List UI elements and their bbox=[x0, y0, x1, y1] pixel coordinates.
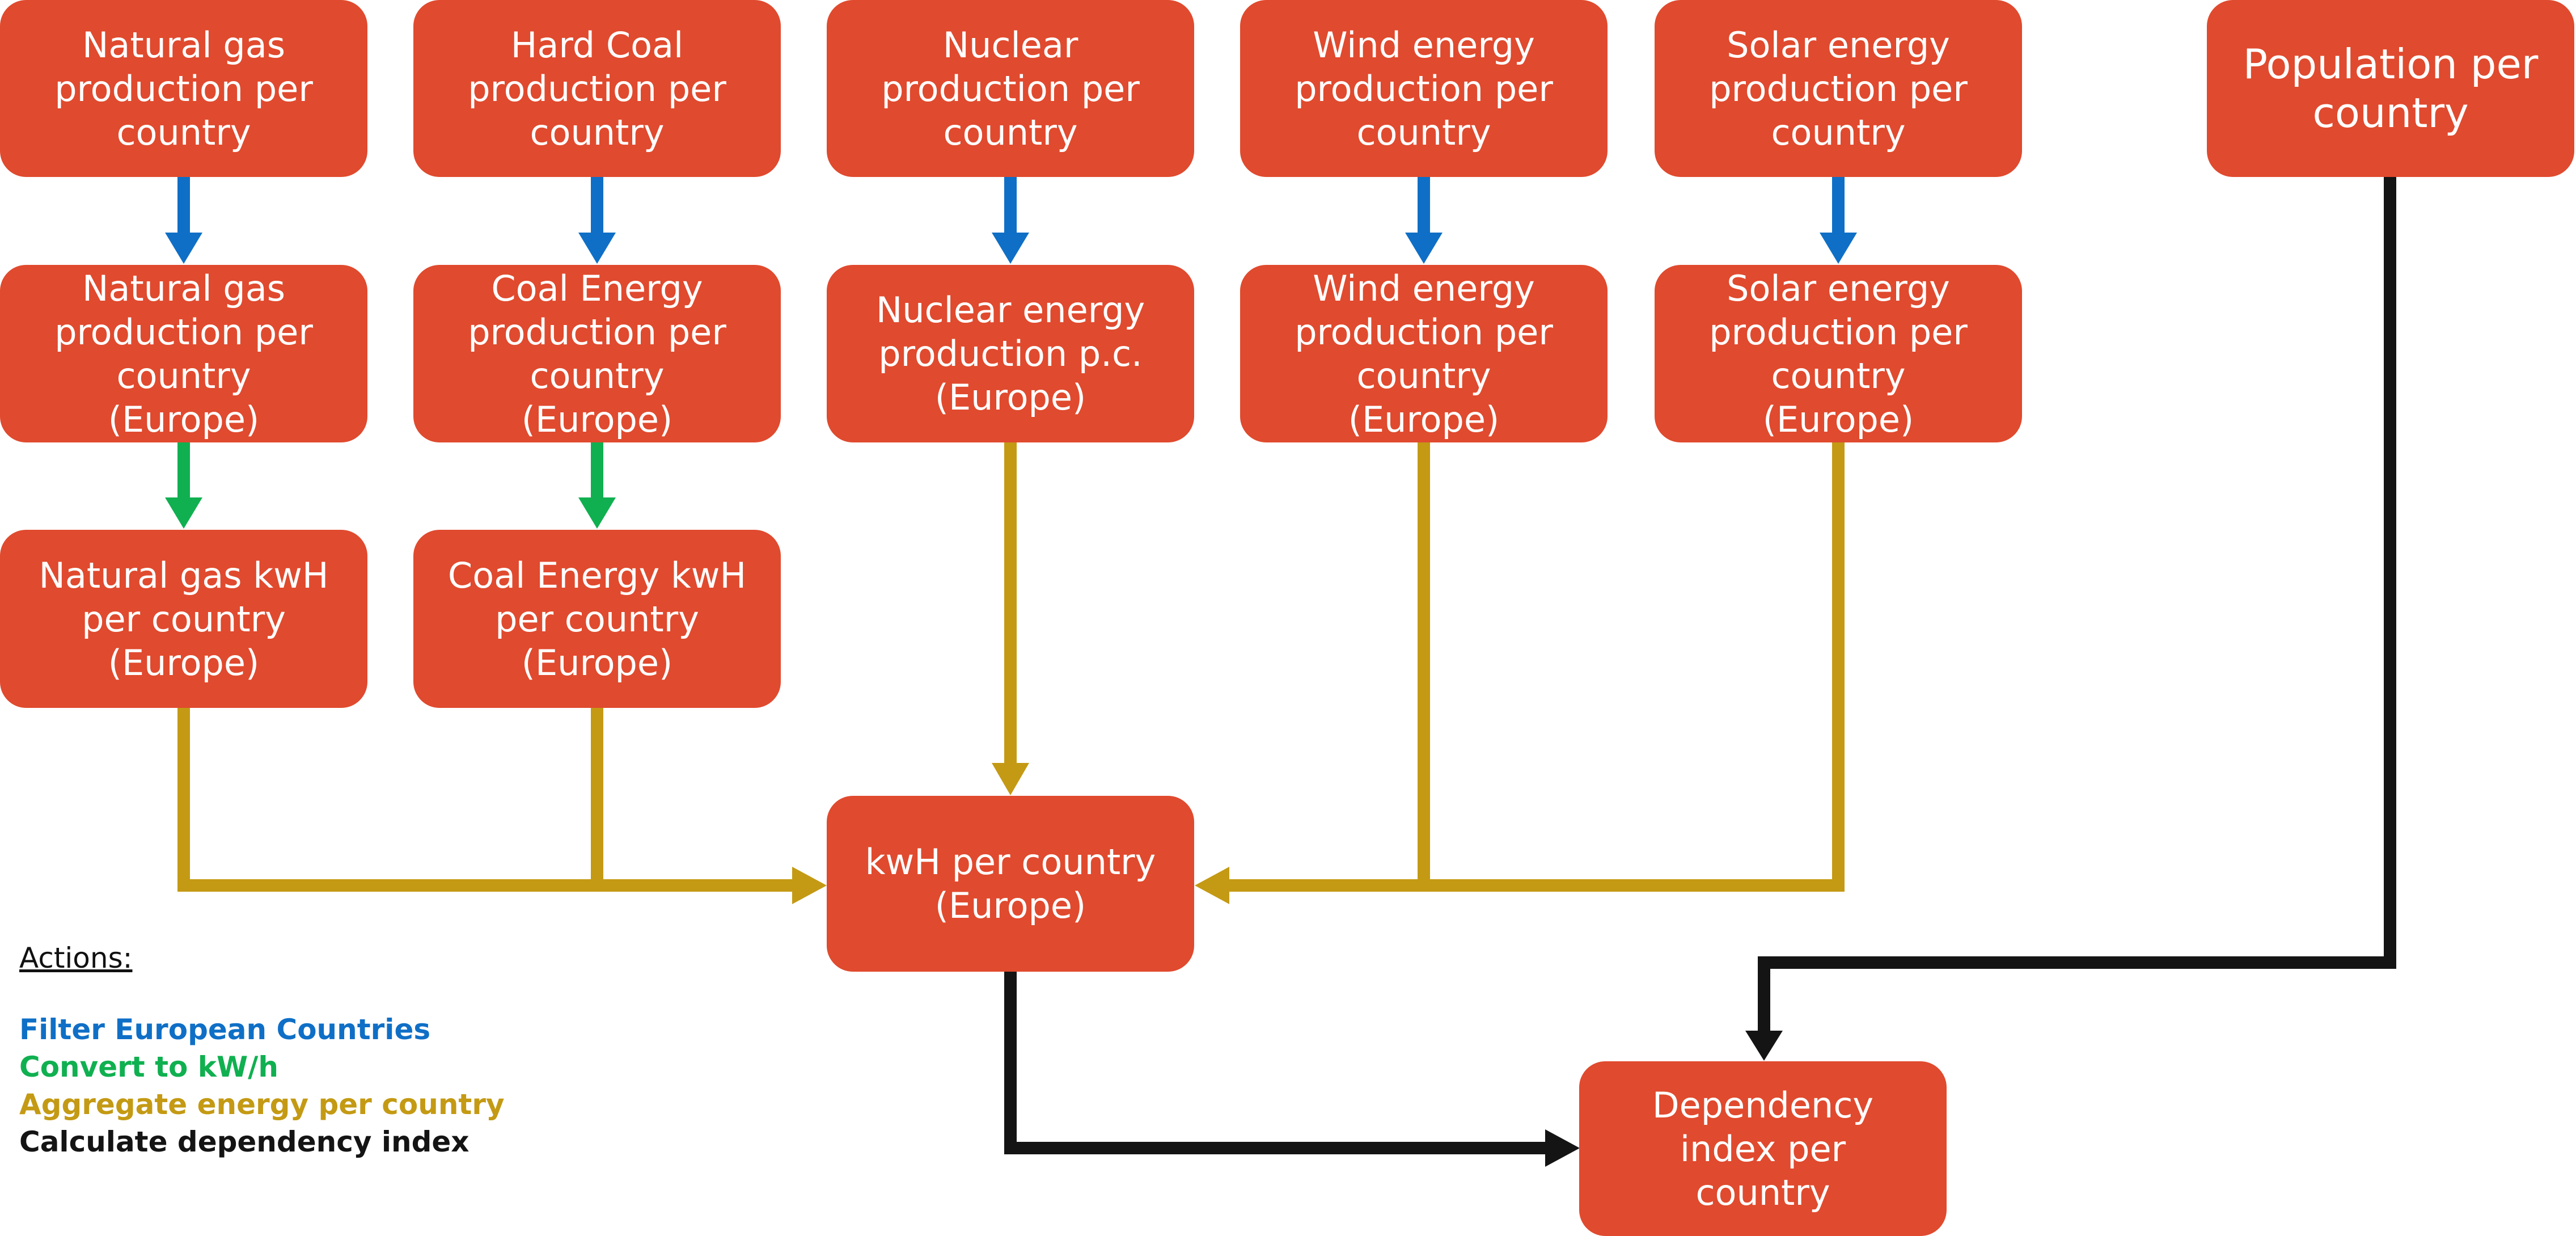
node-hard-coal-production: Hard Coal production per country bbox=[413, 0, 781, 177]
legend-item-convert: Convert to kW/h bbox=[19, 1051, 279, 1083]
legend-item-aggregate: Aggregate energy per country bbox=[19, 1088, 505, 1121]
convert-arrows bbox=[165, 442, 616, 529]
node-dependency-index: Dependency index per country bbox=[1579, 1061, 1947, 1236]
node-wind-production: Wind energy production per country bbox=[1240, 0, 1608, 177]
node-coal-energy-europe: Coal Energy production per country (Euro… bbox=[413, 265, 781, 442]
node-solar-europe: Solar energy production per country (Eur… bbox=[1655, 265, 2022, 442]
arrowhead-filter-hard-coal bbox=[578, 233, 616, 264]
arrowhead-filter-nuclear bbox=[992, 233, 1029, 264]
node-kwh-per-country: kwH per country (Europe) bbox=[827, 796, 1194, 972]
node-natural-gas-europe: Natural gas production per country (Euro… bbox=[0, 265, 367, 442]
node-wind-europe: Wind energy production per country (Euro… bbox=[1240, 265, 1608, 442]
arrowhead-convert-coal bbox=[578, 497, 616, 529]
arrowhead-calculate-kwh bbox=[1545, 1129, 1580, 1167]
wire-calculate-kwh bbox=[1004, 972, 1548, 1154]
node-natural-gas-kwh: Natural gas kwH per country (Europe) bbox=[0, 530, 367, 708]
arrowhead-aggregate-nuclear bbox=[992, 763, 1029, 795]
arrowhead-convert-natural-gas bbox=[165, 497, 202, 529]
node-nuclear-europe: Nuclear energy production p.c. (Europe) bbox=[827, 265, 1194, 442]
wire-aggregate-left bbox=[177, 708, 795, 892]
calculate-arrows bbox=[1004, 177, 2396, 1167]
legend-item-filter: Filter European Countries bbox=[19, 1013, 431, 1046]
arrowhead-filter-solar bbox=[1820, 233, 1857, 264]
arrowhead-calculate-population bbox=[1745, 1031, 1783, 1061]
node-natural-gas-production: Natural gas production per country bbox=[0, 0, 367, 177]
arrowhead-filter-wind bbox=[1405, 233, 1443, 264]
wire-aggregate-right bbox=[1226, 442, 1845, 892]
legend-item-calculate: Calculate dependency index bbox=[19, 1125, 469, 1158]
node-solar-production: Solar energy production per country bbox=[1655, 0, 2022, 177]
arrowhead-aggregate-left bbox=[792, 867, 827, 904]
aggregate-arrows bbox=[177, 442, 1845, 904]
node-population: Population per country bbox=[2207, 0, 2574, 177]
wire-calculate-population bbox=[1758, 177, 2396, 1033]
filter-arrows bbox=[165, 177, 1857, 264]
legend-title: Actions: bbox=[19, 942, 133, 975]
arrowhead-aggregate-right bbox=[1195, 867, 1229, 904]
arrowhead-filter-natural-gas bbox=[165, 233, 202, 264]
node-nuclear-production: Nuclear production per country bbox=[827, 0, 1194, 177]
legend: Actions: Filter European Countries Conve… bbox=[19, 942, 505, 1161]
node-coal-energy-kwh: Coal Energy kwH per country (Europe) bbox=[413, 530, 781, 708]
